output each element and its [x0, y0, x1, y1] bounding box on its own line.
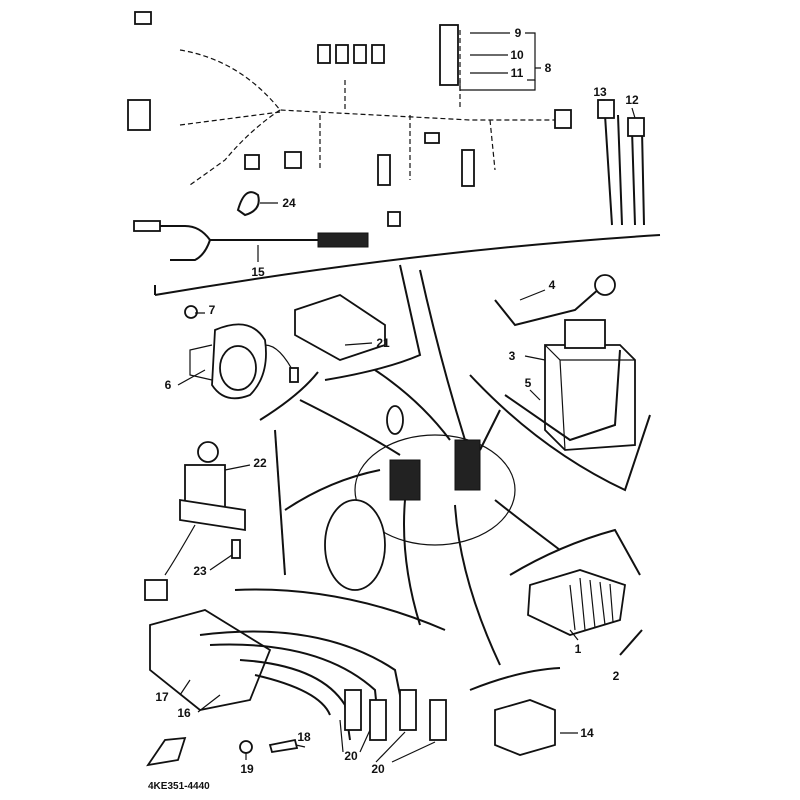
callout-18: 18 [297, 730, 311, 744]
callout-14: 14 [580, 726, 594, 740]
callout-1: 1 [575, 642, 582, 656]
battery-cable-plus [494, 287, 601, 327]
callout-22: 22 [253, 456, 267, 470]
divider-cdi [324, 264, 422, 381]
bracket-part [146, 736, 187, 767]
ignition-coil [149, 609, 447, 741]
motorcycle-silhouette [324, 405, 516, 591]
cable-band-13 [604, 114, 623, 226]
divider-coil [234, 588, 446, 631]
callout-8: 8 [545, 61, 552, 75]
callout-6: 6 [165, 378, 172, 392]
callout-19: 19 [240, 762, 254, 776]
callout-16: 16 [177, 706, 191, 720]
callout-24: 24 [282, 196, 296, 210]
divider-battery [469, 374, 651, 492]
callout-20a: 20 [344, 749, 358, 763]
divider-relay [469, 667, 561, 691]
callout-7: 7 [209, 303, 216, 317]
callout-17: 17 [155, 690, 169, 704]
leader-16 [403, 499, 421, 626]
callout-23: 23 [193, 564, 207, 578]
leader-6 [299, 399, 401, 456]
callout-13: 13 [593, 85, 607, 99]
callout-2: 2 [613, 669, 620, 683]
cable-band-12 [631, 129, 645, 226]
battery [544, 319, 636, 451]
divider-regulator [259, 371, 319, 421]
nut-19 [239, 740, 253, 754]
callout-15: 15 [251, 265, 265, 279]
callout-21: 21 [376, 336, 390, 350]
leader-1 [494, 499, 561, 551]
divider-ign [274, 429, 286, 576]
callout-leaders [177, 32, 636, 763]
flasher-relay [494, 699, 556, 756]
callout-10: 10 [510, 48, 524, 62]
callout-4: 4 [549, 278, 556, 292]
callout-9: 9 [515, 26, 522, 40]
leader-22 [284, 469, 381, 511]
horn [184, 305, 299, 400]
leader-14 [454, 504, 501, 666]
callout-20b: 20 [371, 762, 385, 776]
cdi-unit [294, 294, 386, 361]
callout-5: 5 [525, 376, 532, 390]
wire-clip-24 [236, 191, 260, 217]
leader-21 [374, 369, 451, 441]
wire-harness [127, 11, 572, 227]
leader-3 [479, 409, 501, 451]
divider-top [154, 234, 661, 296]
main-switch [144, 441, 246, 601]
callout-11: 11 [511, 66, 524, 80]
rectifier-regulator [527, 569, 643, 656]
sub-lead-15 [133, 220, 369, 262]
callout-3: 3 [509, 349, 516, 363]
divider-reg [509, 528, 641, 576]
battery-cable-minus [504, 349, 621, 442]
diagram-code: 4KE351-4440 [148, 781, 210, 792]
bolt-18 [268, 738, 299, 754]
callout-12: 12 [625, 93, 639, 107]
leader-top [419, 269, 466, 441]
